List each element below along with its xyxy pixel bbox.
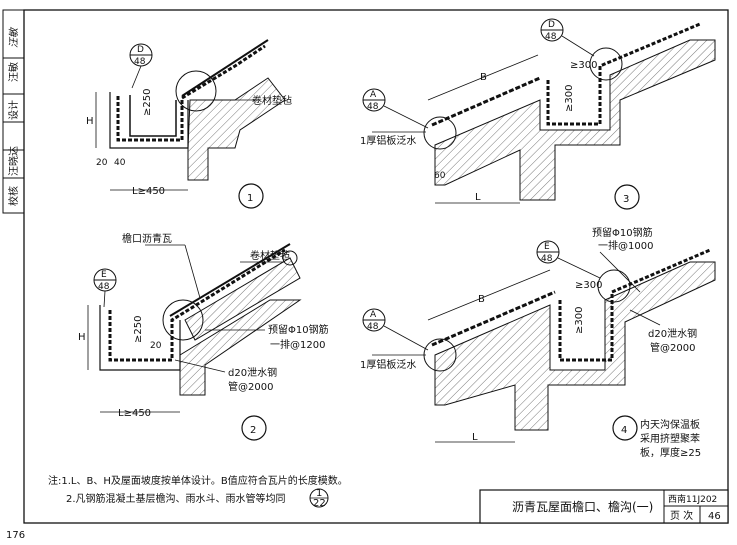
detail-3-300b: ≥300 [564,85,575,112]
detail-1-gutter-lining [116,44,266,142]
detail-3-callout-d-letter: D [548,20,555,30]
detail-3-flashing-label: 1厚铝板泛水 [360,134,416,147]
detail-2-eave-tile-label: 檐口沥青瓦 [122,232,172,245]
detail-1-zoom-circle [175,70,217,112]
detail-2-gutter [99,305,181,371]
detail-4-insulation-line2: 采用挤塑聚苯 [640,432,700,445]
detail-3-callout-a-sheet: 48 [367,102,379,112]
title-block-atlas: 西南11J202 [668,493,717,505]
detail-2-rise-label: ≥250 [133,316,144,343]
side-cell-check: 校核 [7,186,20,206]
detail-4-drain-label: d20泄水钢 [648,327,697,340]
detail-4-300a: ≥300 [575,280,602,291]
detail-2-callout-letter: E [101,270,107,280]
detail-3-tiles [431,76,541,127]
detail-4-callout-e-sheet: 48 [541,254,553,264]
note-line-2: 2.凡钢筋混凝土基层檐沟、雨水斗、雨水管等均同 [66,492,286,505]
detail-3-b-label: B [480,72,487,83]
detail-1-callout-sheet: 48 [134,57,146,67]
detail-1-rise-label: ≥250 [142,89,153,116]
detail-3-concrete [434,39,716,201]
detail-2-drain-label: d20泄水钢 [228,366,277,379]
detail-4-tiles [431,290,556,347]
detail-2-drain-spacing: 管@2000 [228,380,273,393]
detail-2-h-label: H [78,332,86,343]
note-ref-bottom: 22 [313,498,326,509]
detail-2-w20: 20 [150,341,162,351]
drawing-frame [23,9,729,524]
detail-4: A 48 E 48 1厚铝板泛水 预留Φ10钢筋 一排@1000 d20泄水钢 … [360,226,716,459]
detail-1-gutter [109,92,189,149]
detail-1-w20: 20 [96,158,108,168]
side-signature-block: 校核 汪晓达 设计 汪敏 汪敏 [2,9,25,214]
detail-2-membrane-label: 卷材垫毡 [250,249,290,262]
detail-3-300a: ≥300 [570,60,597,71]
side-cell-design: 设计 [7,100,20,120]
detail-1-h-label: H [86,116,94,127]
title-block-page-label: 页 次 [670,509,693,522]
detail-4-l-label: L [472,432,478,443]
detail-1-length-label: L≥450 [132,186,165,197]
side-cell-checker-name: 汪晓达 [8,146,20,176]
detail-2-number: 2 [250,425,256,436]
detail-2-rebar-spacing: 一排@1200 [270,338,325,351]
side-cell-designer-name: 汪敏 [7,62,20,82]
detail-2-zoom-circle [162,299,204,341]
detail-2-callout-sheet: 48 [98,282,110,292]
detail-2: E 48 檐口沥青瓦 卷材垫毡 预留Φ10钢筋 一排@1200 d20泄水钢 管… [78,232,329,441]
detail-1-callout-letter: D [137,45,144,55]
detail-4-drain-spacing: 管@2000 [650,341,695,354]
detail-4-callout-a-letter: A [370,310,377,320]
detail-4-callout-a-sheet: 48 [367,322,379,332]
detail-3-number-circle [614,184,640,210]
detail-4-insulation-line3: 板，厚度≥25 [640,446,701,459]
detail-4-insulation-line1: 内天沟保温板 [640,418,700,431]
detail-2-number-circle [241,415,267,441]
detail-2-length-label: L≥450 [118,408,151,419]
detail-3-zoom-circle-right [589,47,623,81]
detail-4-flashing-label: 1厚铝板泛水 [360,358,416,371]
detail-4-300b: ≥300 [574,307,585,334]
detail-3-60: 60 [434,171,446,181]
detail-3-callout-a-letter: A [370,90,377,100]
detail-4-zoom-circle-right [597,269,631,303]
detail-2-membrane-callout [282,250,298,266]
detail-3: A 48 D 48 1厚铝板泛水 B ≥300 ≥300 60 L 3 [360,18,716,210]
detail-4-b-label: B [478,294,485,305]
title-block-title: 沥青瓦屋面檐口、檐沟(一) [512,500,653,514]
detail-1-concrete [187,77,286,181]
detail-2-gutter-lining [108,248,286,362]
detail-2-insulation [184,257,301,341]
detail-2-rebar-label: 预留Φ10钢筋 [268,323,329,336]
title-block: 沥青瓦屋面檐口、檐沟(一) 西南11J202 页 次 46 [479,489,729,524]
detail-4-rebar-label: 预留Φ10钢筋 [592,226,653,239]
detail-3-number: 3 [623,194,629,205]
detail-3-l-label: L [475,192,481,203]
page-number: 176 [6,530,25,541]
detail-4-number: 4 [621,425,627,436]
detail-3-zoom-circle-left [423,116,457,150]
note-ref-top: 1 [316,488,322,499]
detail-1-membrane-label: 卷材垫毡 [252,94,292,107]
detail-1-number: 1 [247,193,253,204]
title-block-page-no: 46 [708,511,721,522]
detail-1-w40: 40 [114,158,126,168]
detail-1-tiles [181,39,269,97]
detail-4-rebar-spacing: 一排@1000 [598,239,653,252]
detail-3-gutter-lining [546,22,701,126]
detail-4-gutter-lining [558,248,711,362]
detail-1: D 48 卷材垫毡 H ≥250 20 40 L≥450 1 [86,39,292,209]
detail-2-tiles [169,243,291,317]
detail-4-number-circle [612,415,638,441]
detail-4-callout-e-letter: E [544,242,550,252]
detail-3-callout-d-sheet: 48 [545,32,557,42]
note-line-1: 注:1.L、B、H及屋面坡度按单体设计。B值应符合瓦片的长度模数。 [48,474,348,487]
detail-4-concrete [434,261,716,431]
detail-1-number-circle [238,183,264,209]
side-cell-signature: 汪敏 [8,26,20,48]
detail-2-concrete [179,299,302,396]
